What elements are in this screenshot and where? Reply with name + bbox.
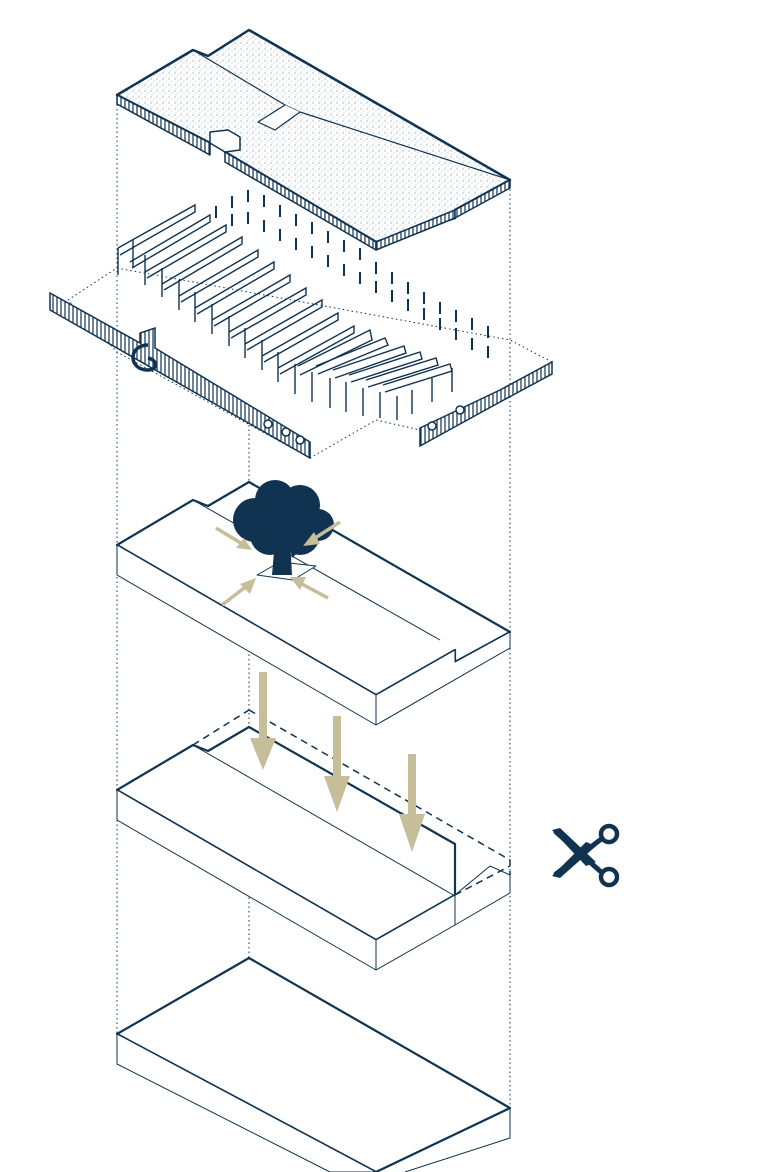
structure-frames bbox=[50, 190, 552, 458]
facade-panel-left bbox=[50, 293, 310, 458]
roof-slab bbox=[117, 30, 510, 250]
base-volume bbox=[117, 958, 510, 1172]
scissors-icon bbox=[552, 826, 617, 885]
cut-volume bbox=[117, 710, 510, 970]
